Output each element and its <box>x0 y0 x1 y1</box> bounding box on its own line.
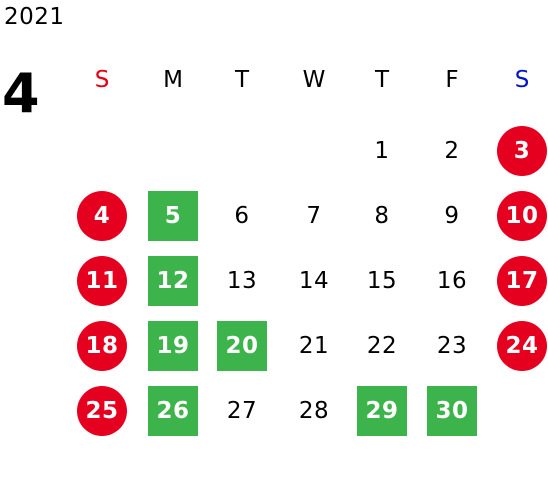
day-cell: 3 <box>497 126 547 176</box>
day-cell: 13 <box>226 267 258 294</box>
day-cell: 8 <box>374 202 390 229</box>
day-cell: 7 <box>306 202 322 229</box>
weekday-0: S <box>94 67 110 93</box>
day-cell: 26 <box>148 386 198 436</box>
day-cell: 16 <box>436 267 468 294</box>
day-cell: 5 <box>148 191 198 241</box>
day-cell: 15 <box>366 267 398 294</box>
month-label: 4 <box>2 62 40 125</box>
day-cell: 24 <box>497 321 547 371</box>
day-cell: 27 <box>226 397 258 424</box>
day-cell: 4 <box>77 191 127 241</box>
day-cell: 14 <box>298 267 330 294</box>
day-cell: 17 <box>497 256 547 306</box>
weekday-3: W <box>302 67 326 93</box>
day-cell: 22 <box>366 332 398 359</box>
day-cell: 6 <box>234 202 250 229</box>
weekday-6: S <box>514 67 530 93</box>
day-cell: 23 <box>436 332 468 359</box>
day-cell: 30 <box>427 386 477 436</box>
day-cell: 18 <box>77 321 127 371</box>
day-cell: 25 <box>77 386 127 436</box>
day-cell: 21 <box>298 332 330 359</box>
day-cell: 1 <box>374 137 390 164</box>
day-cell: 28 <box>298 397 330 424</box>
weekday-1: M <box>163 67 183 93</box>
day-cell: 29 <box>357 386 407 436</box>
day-cell: 12 <box>148 256 198 306</box>
day-cell: 19 <box>148 321 198 371</box>
weekday-2: T <box>234 67 250 93</box>
weekday-4: T <box>374 67 390 93</box>
day-cell: 10 <box>497 191 547 241</box>
day-cell: 11 <box>77 256 127 306</box>
day-cell: 9 <box>444 202 460 229</box>
day-cell: 2 <box>444 137 460 164</box>
day-cell: 20 <box>217 321 267 371</box>
year-label: 2021 <box>4 4 65 30</box>
weekday-5: F <box>445 67 459 93</box>
